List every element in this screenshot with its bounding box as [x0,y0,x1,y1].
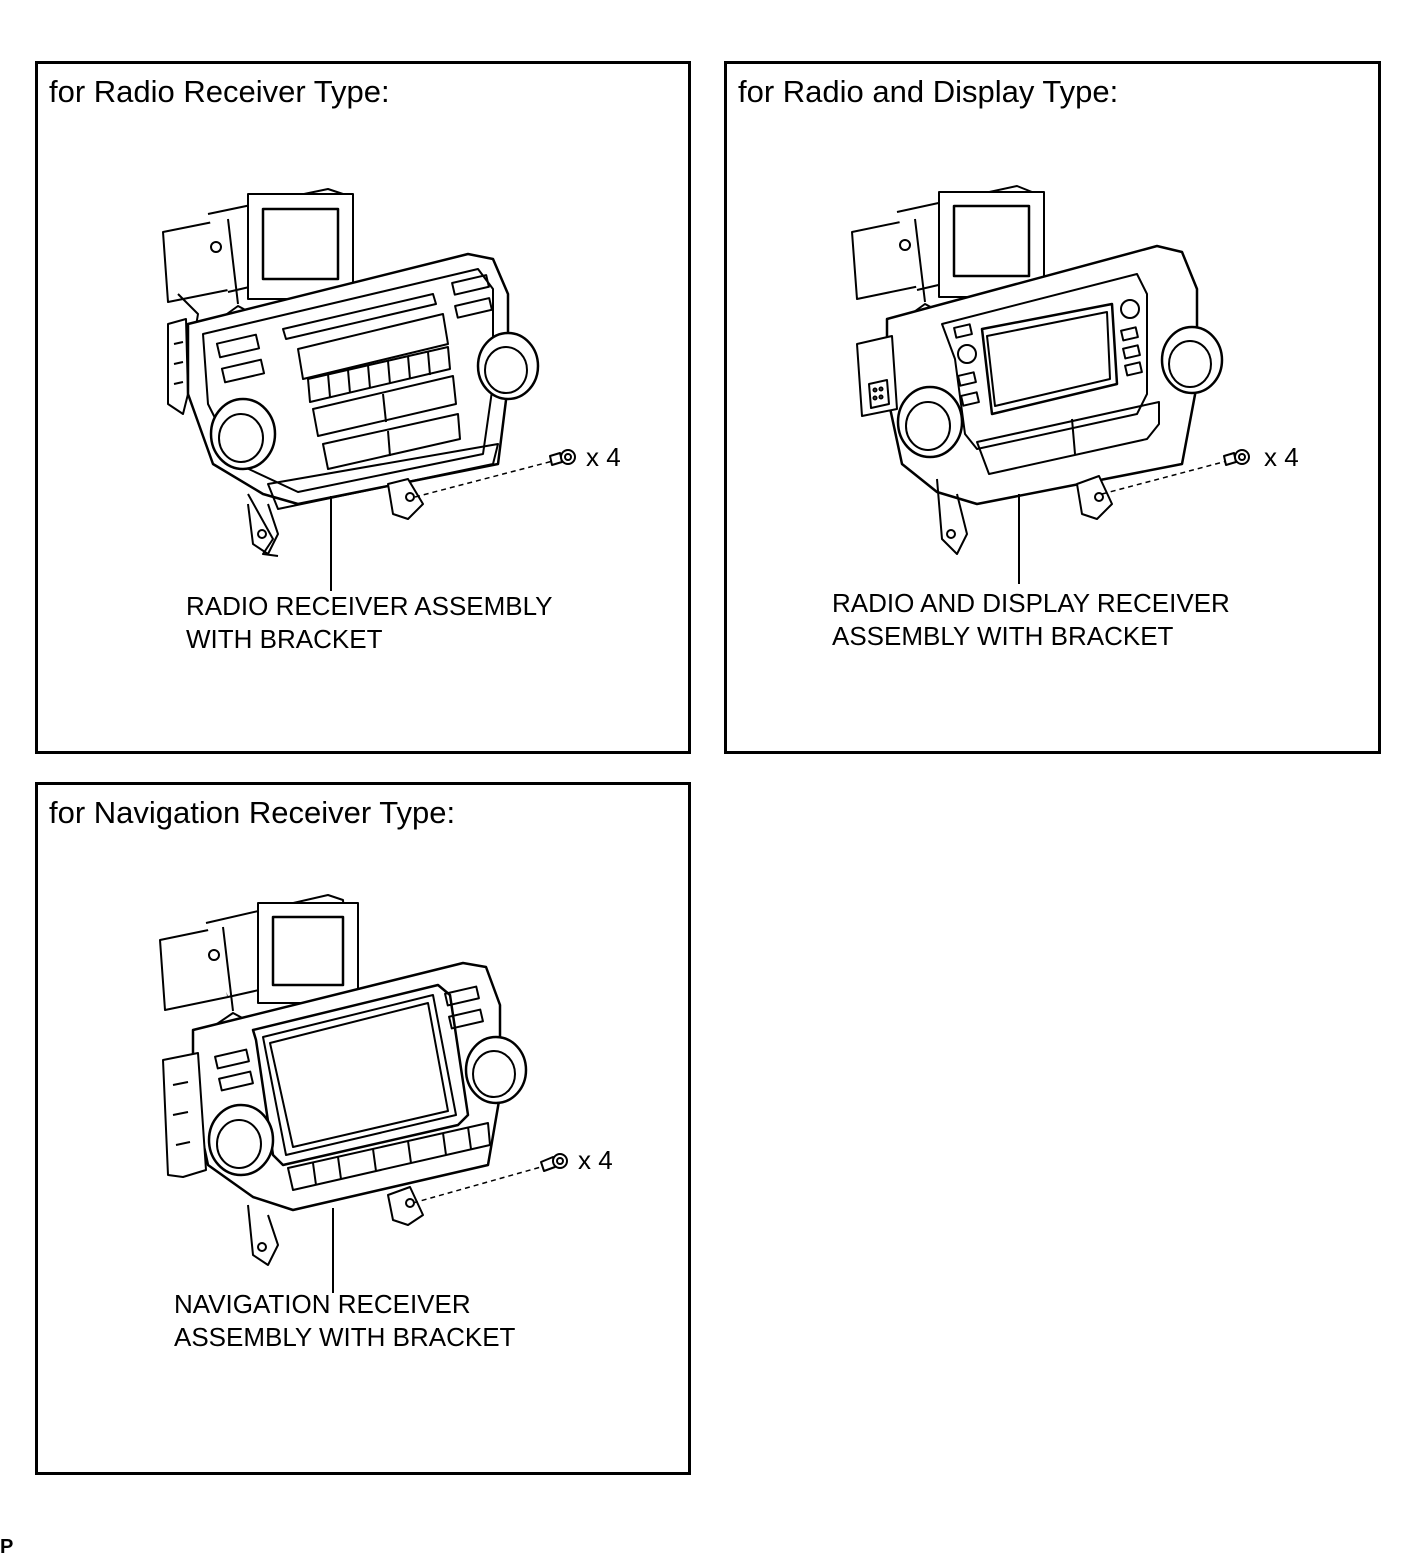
panel-radio-display: for Radio and Display Type: [724,61,1381,754]
bolt-icon [540,1153,568,1172]
panel-radio-receiver: for Radio Receiver Type: [35,61,691,754]
panel-title: for Radio and Display Type: [738,74,1119,109]
fastener-quantity: x 4 [578,1145,613,1175]
radio-receiver-illustration [162,188,576,591]
part-label-line-1: RADIO AND DISPLAY RECEIVER [832,588,1230,618]
fastener-quantity: x 4 [586,442,621,472]
part-label-line-2: WITH BRACKET [186,624,383,654]
panel-navigation-receiver: for Navigation Receiver Type: [35,782,691,1475]
bolt-icon [1223,449,1250,466]
part-label: NAVIGATION RECEIVER ASSEMBLY WITH BRACKE… [174,1288,515,1354]
navigation-receiver-illustration [159,894,568,1293]
part-label-line-2: ASSEMBLY WITH BRACKET [174,1322,516,1352]
panel-title: for Navigation Receiver Type: [49,795,456,830]
corner-mark: P [0,1536,14,1558]
bolt-icon [549,449,576,466]
part-label-line-2: ASSEMBLY WITH BRACKET [832,621,1174,651]
part-label-line-1: NAVIGATION RECEIVER [174,1289,471,1319]
panel-title: for Radio Receiver Type: [49,74,390,109]
radio-display-illustration [851,185,1250,584]
fastener-quantity: x 4 [1264,442,1299,472]
part-label: RADIO AND DISPLAY RECEIVER ASSEMBLY WITH… [832,587,1230,653]
part-label-line-1: RADIO RECEIVER ASSEMBLY [186,591,553,621]
part-label: RADIO RECEIVER ASSEMBLY WITH BRACKET [186,590,553,656]
